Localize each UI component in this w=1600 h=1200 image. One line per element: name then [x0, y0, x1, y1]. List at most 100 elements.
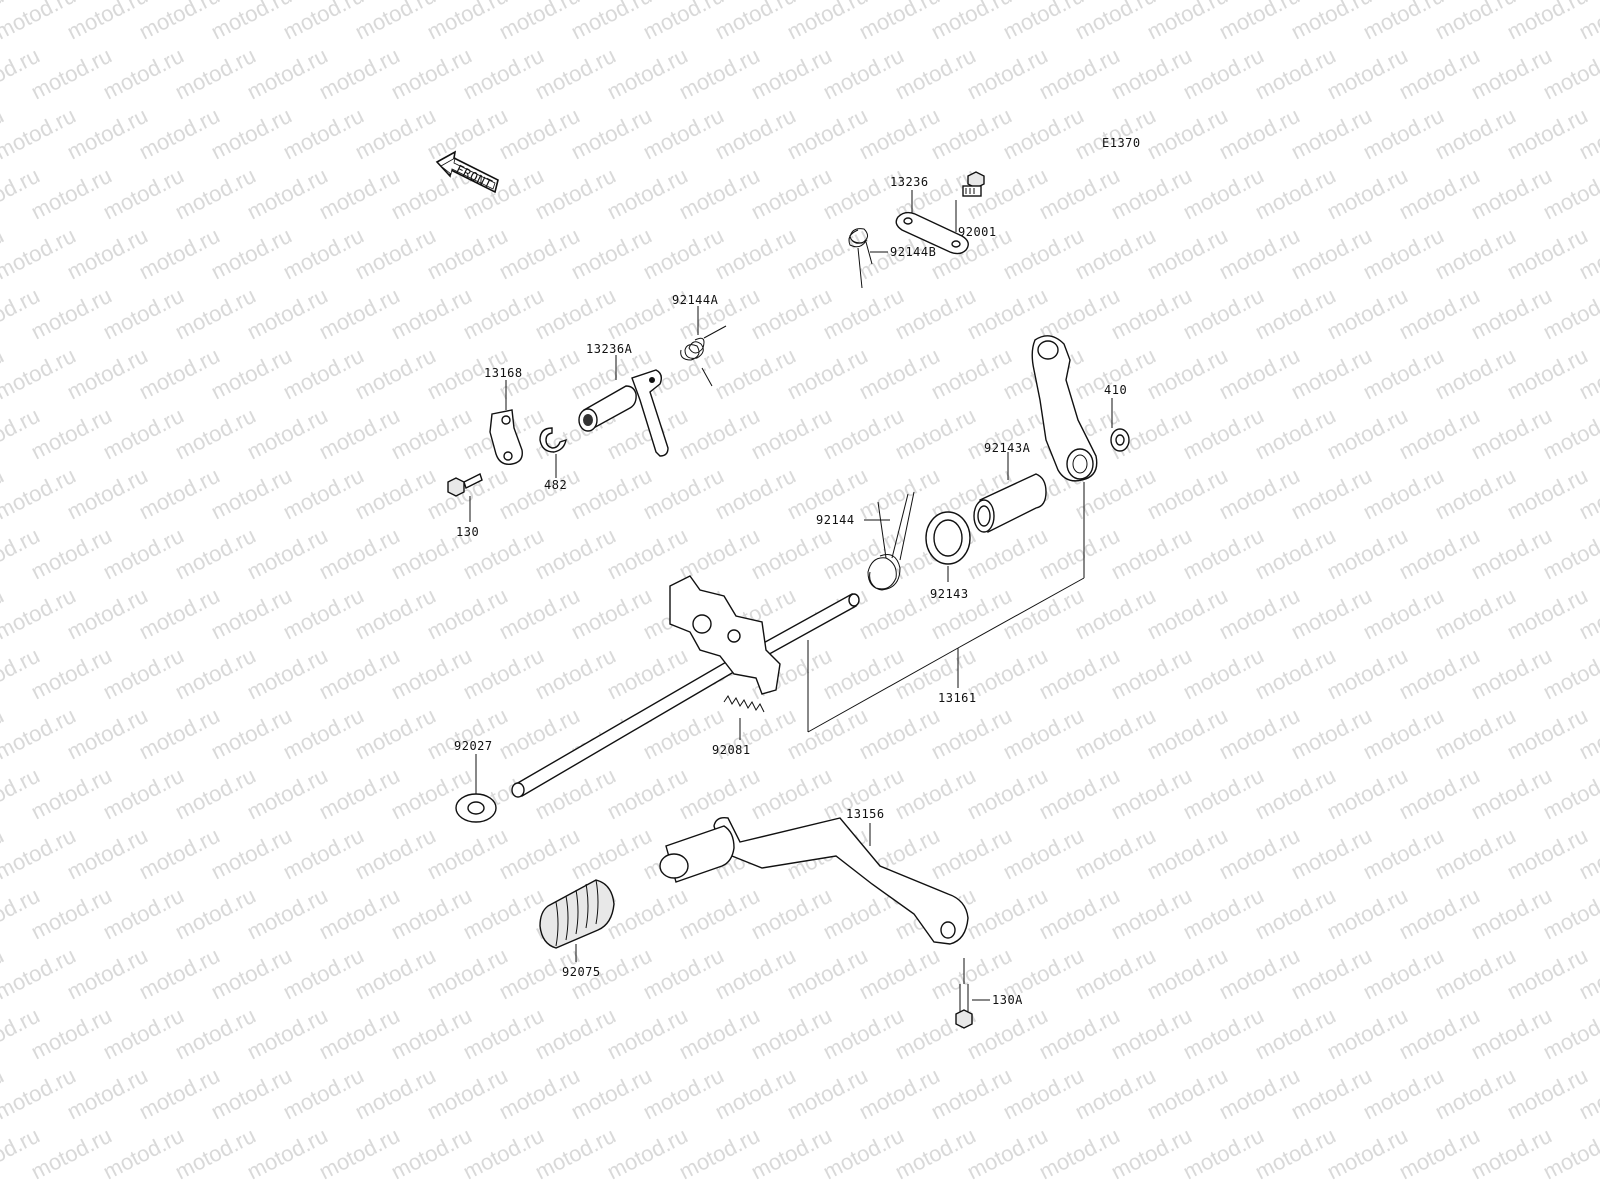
watermark-text: motod.ru	[999, 223, 1088, 285]
watermark-text: motod.ru	[207, 223, 296, 285]
watermark-text: motod.ru	[315, 1003, 404, 1065]
watermark-text: motod.ru	[711, 943, 800, 1005]
watermark-text: motod.ru	[1035, 1003, 1124, 1065]
watermark-text: motod.ru	[1107, 1123, 1196, 1185]
watermark-text: motod.ru	[459, 283, 548, 345]
watermark-text: motod.ru	[603, 1003, 692, 1065]
watermark-text: motod.ru	[603, 763, 692, 825]
part-13236A	[578, 369, 669, 457]
watermark-text: motod.ru	[1287, 343, 1376, 405]
watermark-text: motod.ru	[855, 463, 944, 525]
watermark-text: motod.ru	[351, 463, 440, 525]
watermark-text: motod.ru	[747, 1123, 836, 1185]
watermark-text: motod.ru	[1395, 163, 1484, 225]
watermark-text: motod.ru	[603, 43, 692, 105]
watermark-text: motod.ru	[1503, 943, 1592, 1005]
watermark-text: motod.ru	[999, 1063, 1088, 1125]
watermark-text: motod.ru	[351, 103, 440, 165]
watermark-text: motod.ru	[963, 523, 1052, 585]
watermark-text: motod.ru	[963, 1123, 1052, 1185]
watermark-text: motod.ru	[1395, 1003, 1484, 1065]
watermark-text: motod.ru	[1215, 583, 1304, 645]
watermark-text: motod.ru	[639, 1063, 728, 1125]
watermark-text: motod.ru	[1071, 823, 1160, 885]
watermark-text: motod.ru	[495, 1063, 584, 1125]
watermark-text: motod.ru	[27, 883, 116, 945]
watermark-text: motod.ru	[63, 1063, 152, 1125]
part-13161	[511, 575, 860, 798]
part-92144B	[848, 228, 873, 289]
watermark-text: motod.ru	[99, 283, 188, 345]
watermark-text: motod.ru	[819, 43, 908, 105]
watermark-text: motod.ru	[1035, 523, 1124, 585]
watermark-text: motod.ru	[423, 823, 512, 885]
part-92081	[723, 695, 765, 713]
watermark-text: motod.ru	[1215, 703, 1304, 765]
watermark-text: motod.ru	[747, 763, 836, 825]
watermark-text: motod.ru	[639, 223, 728, 285]
watermark-text: motod.ru	[27, 43, 116, 105]
watermark-text: motod.ru	[1107, 763, 1196, 825]
watermark-text: motod.ru	[1359, 583, 1448, 645]
part-labels: 13236 92001 92144B 92144A 13236A 13168 4…	[454, 175, 1127, 1007]
watermark-text: motod.ru	[1287, 823, 1376, 885]
watermark-text: motod.ru	[1179, 643, 1268, 705]
watermark-text: motod.ru	[1035, 763, 1124, 825]
watermark-text: motod.ru	[63, 943, 152, 1005]
watermark-text: motod.ru	[1179, 883, 1268, 945]
part-130A	[955, 984, 973, 1029]
watermark-text: motod.ru	[387, 283, 476, 345]
watermark-text: motod.ru	[135, 703, 224, 765]
watermark-text: motod.ru	[927, 703, 1016, 765]
watermark-text: motod.ru	[207, 943, 296, 1005]
watermark-text: motod.ru	[243, 163, 332, 225]
watermark-text: motod.ru	[1179, 763, 1268, 825]
watermark-text: motod.ru	[135, 223, 224, 285]
watermark-text: motod.ru	[891, 763, 980, 825]
watermark-text: motod.ru	[1395, 883, 1484, 945]
watermark-text: motod.ru	[1503, 823, 1592, 885]
watermark-text: motod.ru	[1395, 283, 1484, 345]
watermark-text: motod.ru	[531, 1123, 620, 1185]
watermark-text: motod.ru	[567, 463, 656, 525]
part-92144	[867, 491, 915, 591]
watermark-text: motod.ru	[1323, 523, 1412, 585]
watermark-text: motod.ru	[315, 283, 404, 345]
watermark-text: motod.ru	[1107, 43, 1196, 105]
watermark-text: motod.ru	[1215, 1063, 1304, 1125]
watermark-text: motod.ru	[351, 823, 440, 885]
watermark-text: motod.ru	[351, 703, 440, 765]
watermark-text: motod.ru	[279, 343, 368, 405]
watermark-text: motod.ru	[783, 1063, 872, 1125]
watermark-text: motod.ru	[1323, 283, 1412, 345]
watermark-text: motod.ru	[243, 283, 332, 345]
watermark-text: motod.ru	[1359, 703, 1448, 765]
watermark-text: motod.ru	[1323, 643, 1412, 705]
watermark-text: motod.ru	[639, 463, 728, 525]
watermark-text: motod.ru	[135, 583, 224, 645]
watermark-text: motod.ru	[567, 1063, 656, 1125]
watermark-text: motod.ru	[27, 403, 116, 465]
watermark-text: motod.ru	[1179, 1123, 1268, 1185]
watermark-text: motod.ru	[1287, 463, 1376, 525]
part-482	[539, 427, 567, 453]
watermark-text: motod.ru	[1359, 223, 1448, 285]
watermark-text: motod.ru	[855, 1063, 944, 1125]
watermark-text: motod.ru	[747, 403, 836, 465]
watermark-text: motod.ru	[1215, 223, 1304, 285]
watermark-text: motod.ru	[171, 643, 260, 705]
watermark-text: motod.ru	[1467, 883, 1556, 945]
watermark-text: motod.ru	[0, 823, 80, 885]
watermark-text: motod.ru	[63, 223, 152, 285]
watermark-text: motod.ru	[243, 403, 332, 465]
watermark-text: motod.ru	[171, 883, 260, 945]
watermark-text: motod.ru	[1251, 283, 1340, 345]
watermark-text: motod.ru	[459, 883, 548, 945]
label-92027: 92027	[454, 739, 493, 753]
watermark-text: motod.ru	[423, 103, 512, 165]
watermark-text: motod.ru	[1107, 883, 1196, 945]
watermark-text: motod.ru	[1323, 883, 1412, 945]
watermark-text: motod.ru	[351, 583, 440, 645]
watermark-text: motod.ru	[675, 1003, 764, 1065]
watermark-text: motod.ru	[855, 343, 944, 405]
